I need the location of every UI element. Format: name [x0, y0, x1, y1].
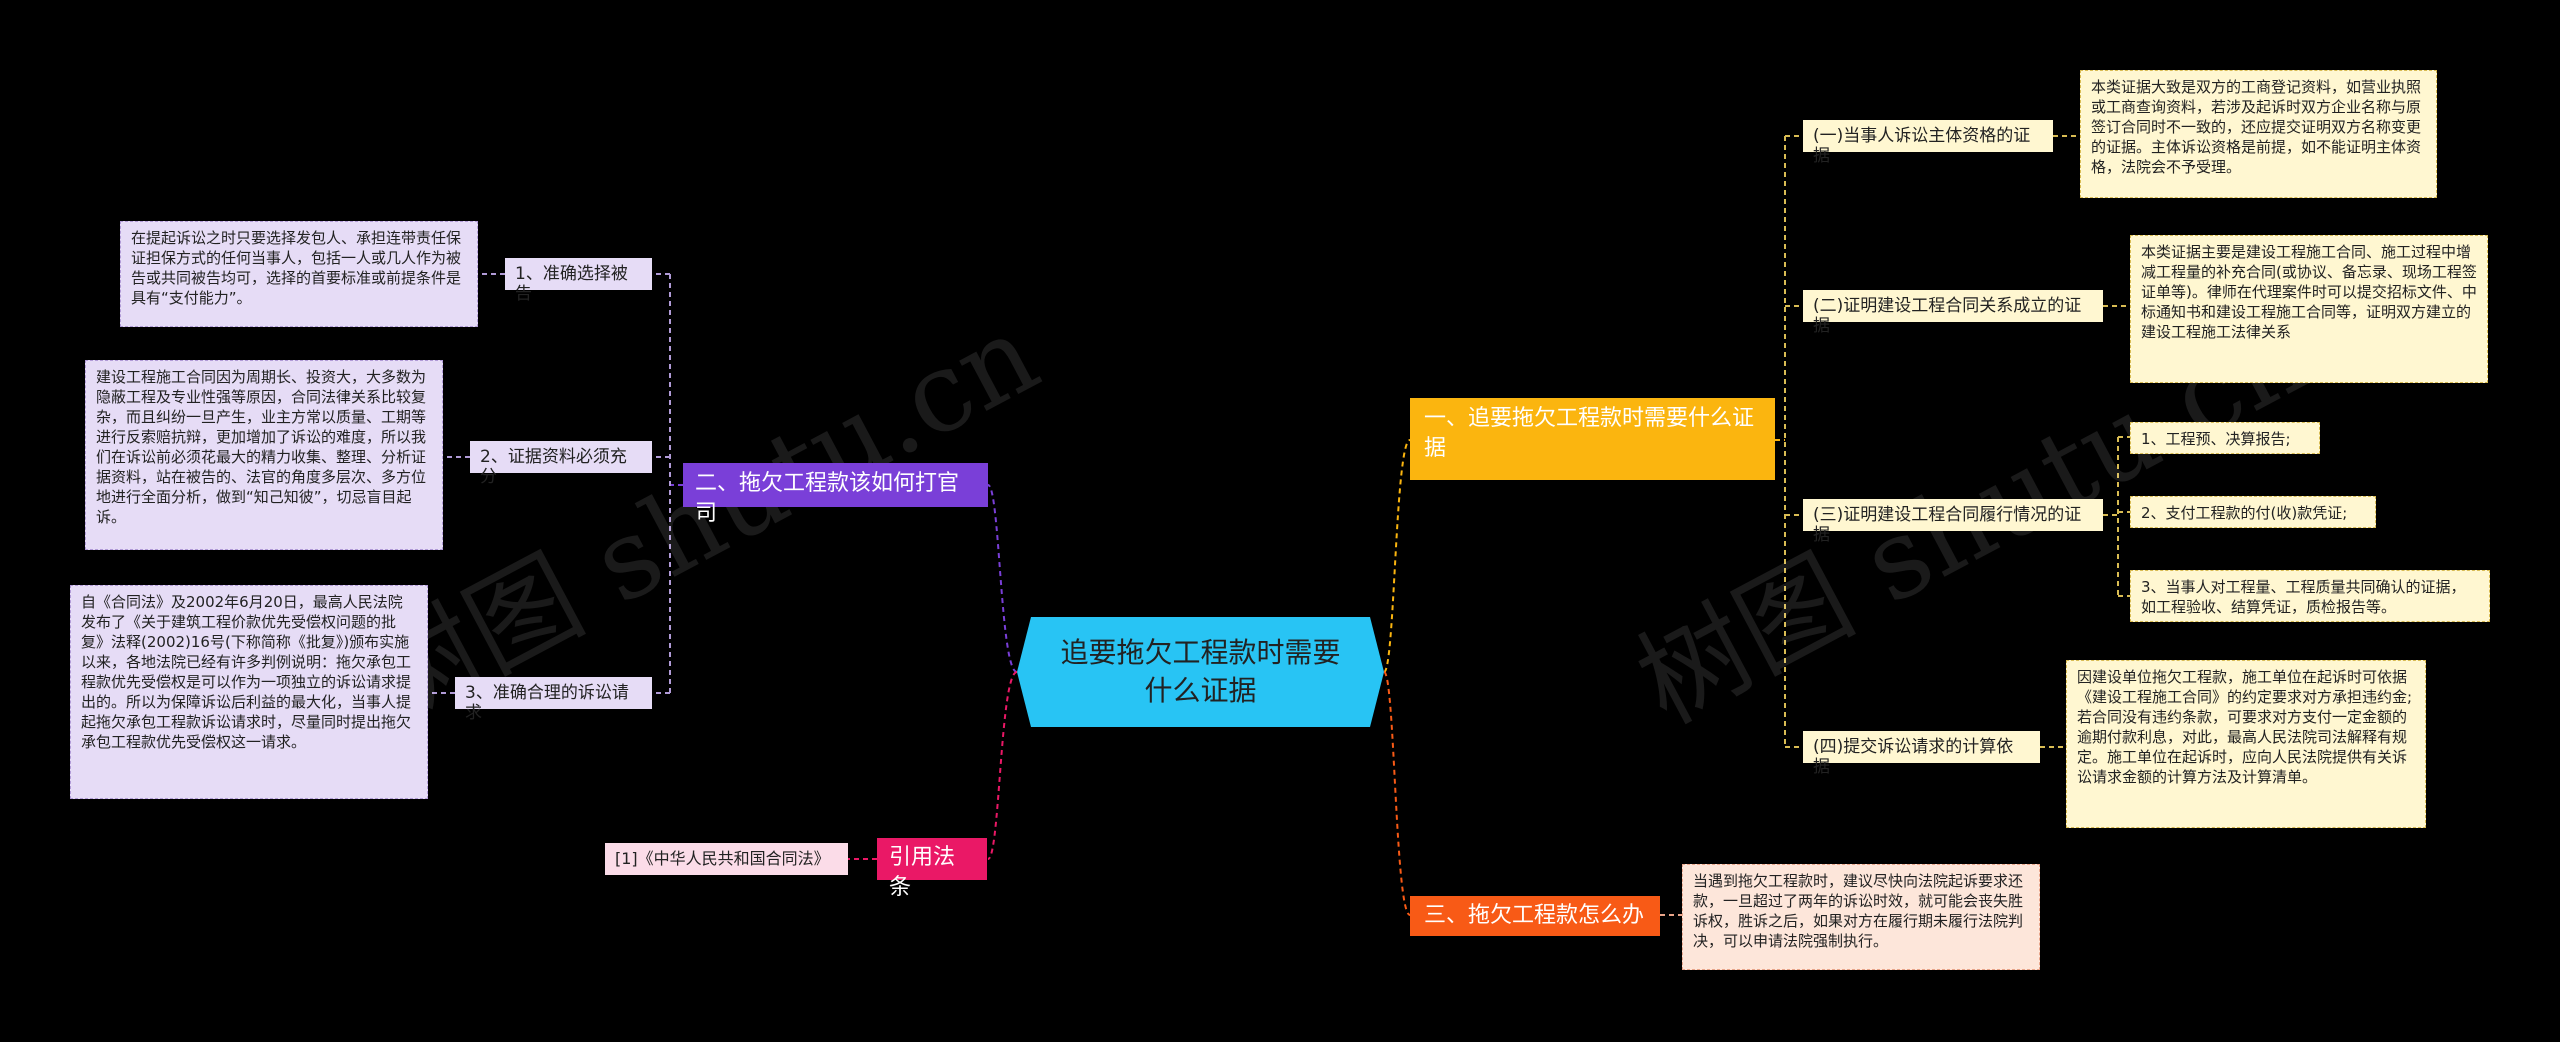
branch-label: 二、拖欠工程款该如何打官司 — [695, 471, 960, 526]
central-topic[interactable]: 追要拖欠工程款时需要什么证据 — [1017, 617, 1384, 727]
detail-joint-confirmation: 3、当事人对工程量、工程质量共同确认的证据，如工程验收、结算凭证，质检报告等。 — [2130, 570, 2490, 622]
detail-claim-calculation: 因建设单位拖欠工程款，施工单位在起诉时可依据《建设工程施工合同》的约定要求对方承… — [2066, 660, 2426, 828]
branch-label: 三、拖欠工程款怎么办 — [1424, 903, 1645, 928]
central-topic-label: 追要拖欠工程款时需要什么证据 — [1060, 636, 1341, 707]
detail-party-qualification: 本类证据大致是双方的工商登记资料，如营业执照或工商查询资料，若涉及起诉时双方企业… — [2080, 70, 2437, 198]
detail-budget-report: 1、工程预、决算报告; — [2130, 422, 2320, 454]
citation-contract-law[interactable]: [1]《中华人民共和国合同法》 — [605, 843, 848, 875]
branch-evidence-needed[interactable]: 一、追要拖欠工程款时需要什么证据 — [1410, 398, 1775, 480]
detail-reasonable-claim: 自《合同法》及2002年6月20日，最高人民法院发布了《关于建筑工程价款优先受偿… — [70, 585, 428, 799]
branch-label: 引用法条 — [889, 845, 956, 900]
branch-citation[interactable]: 引用法条 — [877, 838, 987, 900]
topic-label: 1、准确选择被告 — [515, 264, 628, 304]
detail-text: 自《合同法》及2002年6月20日，最高人民法院发布了《关于建筑工程价款优先受偿… — [81, 593, 412, 751]
detail-what-to-do: 当遇到拖欠工程款时，建议尽快向法院起诉要求还款，一旦超过了两年的诉讼时效，就可能… — [1682, 864, 2040, 970]
detail-text: 3、当事人对工程量、工程质量共同确认的证据，如工程验收、结算凭证，质检报告等。 — [2141, 578, 2466, 616]
detail-text: 1、工程预、决算报告; — [2141, 430, 2291, 448]
detail-contract-relationship: 本类证据主要是建设工程施工合同、施工过程中增减工程量的补充合同(或协议、备忘录、… — [2130, 235, 2488, 383]
topic-contract-relationship[interactable]: (二)证明建设工程合同关系成立的证据 — [1803, 290, 2103, 336]
branch-how-to-sue[interactable]: 二、拖欠工程款该如何打官司 — [683, 463, 988, 526]
detail-text: 本类证据大致是双方的工商登记资料，如营业执照或工商查询资料，若涉及起诉时双方企业… — [2091, 78, 2422, 176]
detail-text: 因建设单位拖欠工程款，施工单位在起诉时可依据《建设工程施工合同》的约定要求对方承… — [2077, 668, 2413, 786]
topic-choose-defendant[interactable]: 1、准确选择被告 — [505, 258, 652, 304]
detail-payment-voucher: 2、支付工程款的付(收)款凭证; — [2130, 496, 2376, 528]
topic-claim-calculation[interactable]: (四)提交诉讼请求的计算依据 — [1803, 731, 2040, 777]
branch-what-to-do[interactable]: 三、拖欠工程款怎么办 — [1410, 896, 1660, 936]
detail-text: 当遇到拖欠工程款时，建议尽快向法院起诉要求还款，一旦超过了两年的诉讼时效，就可能… — [1693, 872, 2024, 950]
detail-text: 本类证据主要是建设工程施工合同、施工过程中增减工程量的补充合同(或协议、备忘录、… — [2141, 243, 2477, 341]
topic-label: (四)提交诉讼请求的计算依据 — [1813, 737, 2014, 777]
topic-label: (三)证明建设工程合同履行情况的证据 — [1813, 505, 2082, 545]
topic-label: 2、证据资料必须充分 — [480, 447, 627, 487]
detail-text: 在提起诉讼之时只要选择发包人、承担连带责任保证担保方式的任何当事人，包括一人或几… — [131, 229, 462, 307]
topic-contract-performance[interactable]: (三)证明建设工程合同履行情况的证据 — [1803, 499, 2103, 545]
topic-party-qualification[interactable]: (一)当事人诉讼主体资格的证据 — [1803, 120, 2053, 166]
topic-label: 3、准确合理的诉讼请求 — [465, 683, 629, 723]
topic-reasonable-claim[interactable]: 3、准确合理的诉讼请求 — [455, 677, 652, 723]
topic-label: (一)当事人诉讼主体资格的证据 — [1813, 126, 2031, 166]
branch-label: 一、追要拖欠工程款时需要什么证据 — [1424, 406, 1755, 461]
citation-label: [1]《中华人民共和国合同法》 — [615, 849, 830, 868]
topic-sufficient-evidence[interactable]: 2、证据资料必须充分 — [470, 441, 652, 487]
topic-label: (二)证明建设工程合同关系成立的证据 — [1813, 296, 2082, 336]
detail-text: 2、支付工程款的付(收)款凭证; — [2141, 504, 2348, 522]
detail-sufficient-evidence: 建设工程施工合同因为周期长、投资大，大多数为隐蔽工程及专业性强等原因，合同法律关… — [85, 360, 443, 550]
detail-choose-defendant: 在提起诉讼之时只要选择发包人、承担连带责任保证担保方式的任何当事人，包括一人或几… — [120, 221, 478, 327]
detail-text: 建设工程施工合同因为周期长、投资大，大多数为隐蔽工程及专业性强等原因，合同法律关… — [96, 368, 427, 526]
